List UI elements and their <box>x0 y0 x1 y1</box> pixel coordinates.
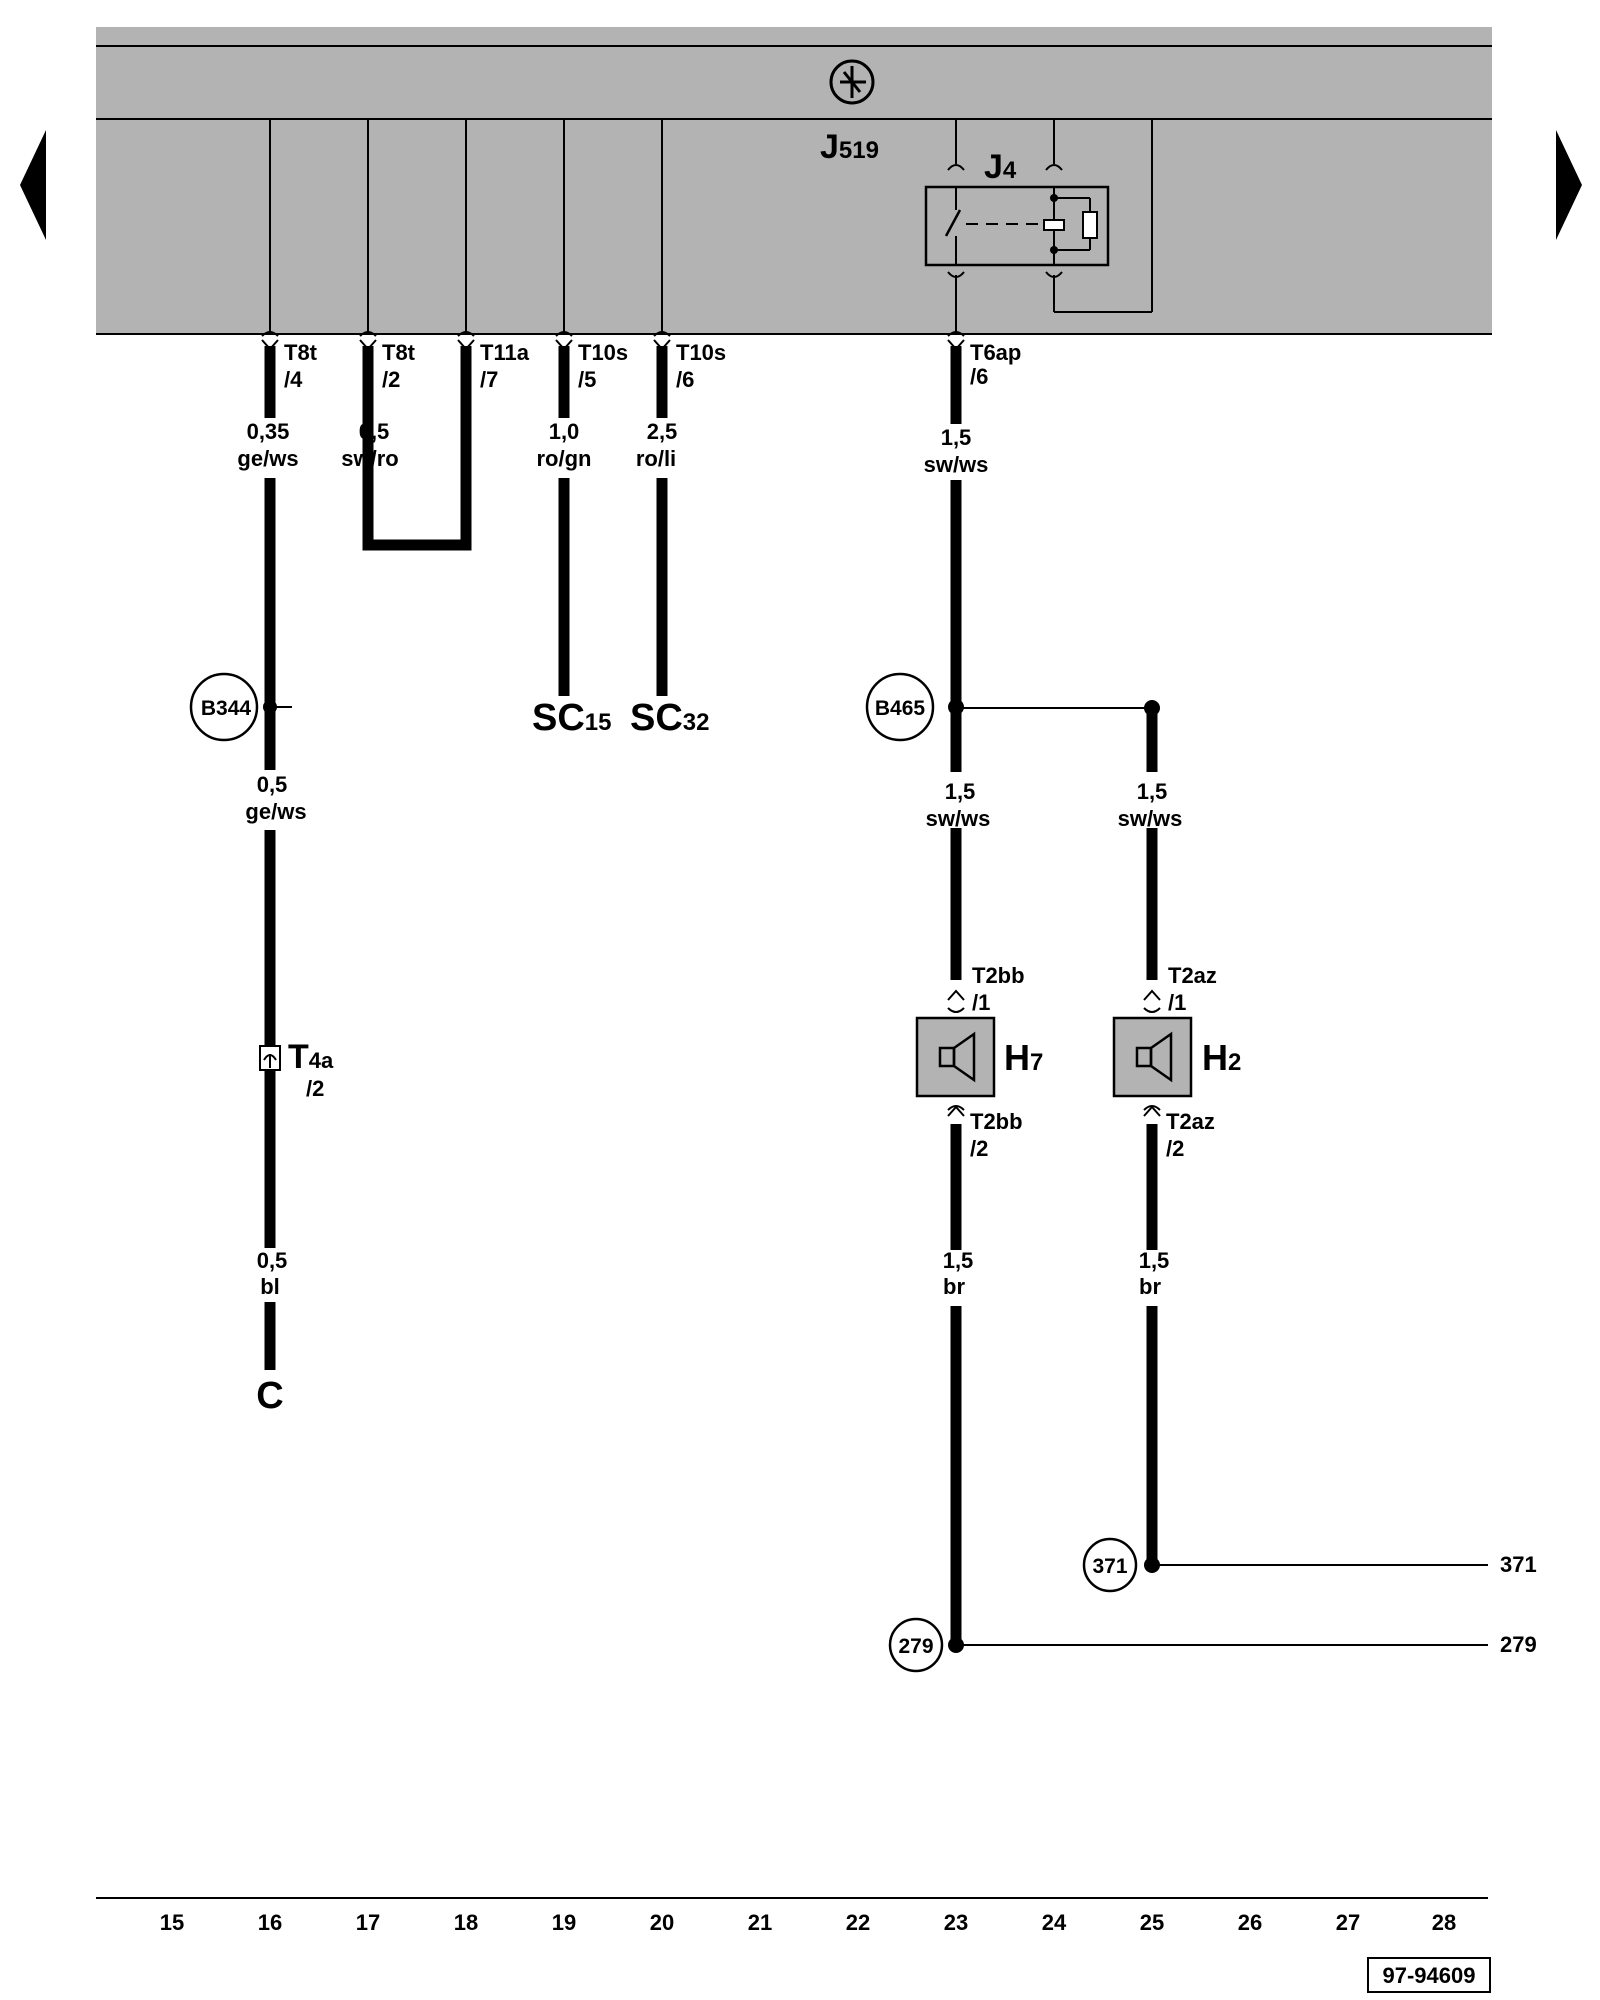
wire-color: sw/ws <box>926 806 991 831</box>
wire-labels: 0,35 ge/ws 0,5 sw/ro 1,0 ro/gn 2,5 ro/li… <box>237 419 1182 1299</box>
internal-wiring <box>269 119 1153 334</box>
grid-number: 15 <box>160 1910 184 1935</box>
connector-pin-icons <box>261 331 1161 1117</box>
speaker-icon <box>1135 1031 1173 1083</box>
terminal-label: /2 <box>1166 1136 1184 1161</box>
terminal-label: /2 <box>382 367 400 392</box>
terminal-label: T2bb <box>972 963 1025 988</box>
thick-wires <box>264 346 1158 1645</box>
connector-t4a-icon <box>259 1045 281 1071</box>
horn-label: H7 <box>1004 1037 1043 1078</box>
grid-number: 17 <box>356 1910 380 1935</box>
terminal-label: T2bb <box>970 1109 1023 1134</box>
cross-reference: 371 <box>1500 1552 1537 1577</box>
grid-number: 18 <box>454 1910 478 1935</box>
grid-number: 23 <box>944 1910 968 1935</box>
control-unit-label: J519 <box>820 128 879 166</box>
relay-label: J4 <box>984 148 1017 186</box>
wire-color: sw/ws <box>1118 806 1183 831</box>
wire-size: 1,5 <box>943 1248 974 1273</box>
splice-label: 279 <box>898 1635 933 1658</box>
grid-numbers: 15 16 17 18 19 20 21 22 23 24 25 26 27 2… <box>160 1910 1456 1935</box>
wire-size: 2,5 <box>647 419 678 444</box>
wire-size: 1,0 <box>549 419 580 444</box>
grid-number: 16 <box>258 1910 282 1935</box>
sc-label: SC32 <box>630 697 710 739</box>
grid-number: 21 <box>748 1910 772 1935</box>
terminal-label: T8t <box>382 340 416 365</box>
splice-label: 371 <box>1092 1555 1127 1578</box>
terminal-label: T8t <box>284 340 318 365</box>
wire-size: 0,35 <box>247 419 290 444</box>
terminal-label: /6 <box>970 364 988 389</box>
grid-number: 20 <box>650 1910 674 1935</box>
grid-number: 22 <box>846 1910 870 1935</box>
grid-number: 19 <box>552 1910 576 1935</box>
terminal-label: T11a <box>480 340 530 365</box>
grid-number: 26 <box>1238 1910 1262 1935</box>
prev-page-arrow-icon[interactable] <box>20 130 46 240</box>
wire-size: 0,5 <box>257 772 288 797</box>
terminal-label: T2az <box>1166 1109 1215 1134</box>
horn-terminal-labels: T2bb /1 T2az /1 T2bb /2 T2az /2 <box>970 963 1217 1161</box>
cross-reference: 279 <box>1500 1632 1537 1657</box>
wire-color: sw/ws <box>924 452 989 477</box>
terminal-label: /6 <box>676 367 694 392</box>
sc-label: SC15 <box>532 697 612 739</box>
wire-color: bl <box>260 1274 280 1299</box>
terminal-label: T6ap <box>970 340 1021 365</box>
horn-h2 <box>1112 1016 1193 1098</box>
figure-id: 97-94609 <box>1383 1963 1476 1988</box>
grid-number: 27 <box>1336 1910 1360 1935</box>
splice-label: B465 <box>875 697 926 720</box>
terminal-label: /2 <box>970 1136 988 1161</box>
terminal-label: /4 <box>284 367 303 392</box>
wire-size: 1,5 <box>945 779 976 804</box>
thin-connections <box>270 706 1488 1646</box>
terminal-label: /1 <box>1168 990 1186 1015</box>
splice-points: B344 B465 371 279 <box>189 672 1160 1673</box>
control-unit-housing <box>96 27 1492 334</box>
terminal-label: /5 <box>578 367 596 392</box>
speaker-icon <box>938 1031 976 1083</box>
wire-color: ge/ws <box>237 446 298 471</box>
grid-number: 25 <box>1140 1910 1164 1935</box>
wire-color: ro/li <box>636 446 676 471</box>
connector-t4a-label: T4a <box>288 1038 334 1076</box>
wire-size: 0,5 <box>359 419 390 444</box>
terminal-label: /1 <box>972 990 990 1015</box>
ground-label: C <box>256 1375 283 1417</box>
wire-color: br <box>943 1274 965 1299</box>
wire-size: 1,5 <box>1137 779 1168 804</box>
wire-color: br <box>1139 1274 1161 1299</box>
splice-label: B344 <box>201 697 252 720</box>
relay-j4 <box>924 164 1110 278</box>
wire-color: ro/gn <box>537 446 592 471</box>
connector-t4a-pin: /2 <box>306 1076 324 1101</box>
control-unit-symbol-icon <box>829 59 875 105</box>
wire-size: 1,5 <box>941 425 972 450</box>
terminal-label: /7 <box>480 367 498 392</box>
wire-size: 1,5 <box>1139 1248 1170 1273</box>
wire-size: 0,5 <box>257 1248 288 1273</box>
terminal-label: T10s <box>676 340 726 365</box>
wire-color: ge/ws <box>245 799 306 824</box>
terminal-label: T10s <box>578 340 628 365</box>
grid-number: 28 <box>1432 1910 1456 1935</box>
terminal-label: T2az <box>1168 963 1217 988</box>
horn-label: H2 <box>1202 1037 1241 1078</box>
grid-number: 24 <box>1042 1910 1067 1935</box>
next-page-arrow-icon[interactable] <box>1556 130 1582 240</box>
figure-id-box <box>1367 1957 1491 1993</box>
wire-color: sw/ro <box>341 446 398 471</box>
terminal-labels: T8t /4 T8t /2 T11a /7 T10s /5 T10s /6 T6… <box>284 340 1021 392</box>
horn-h7 <box>915 1016 996 1098</box>
